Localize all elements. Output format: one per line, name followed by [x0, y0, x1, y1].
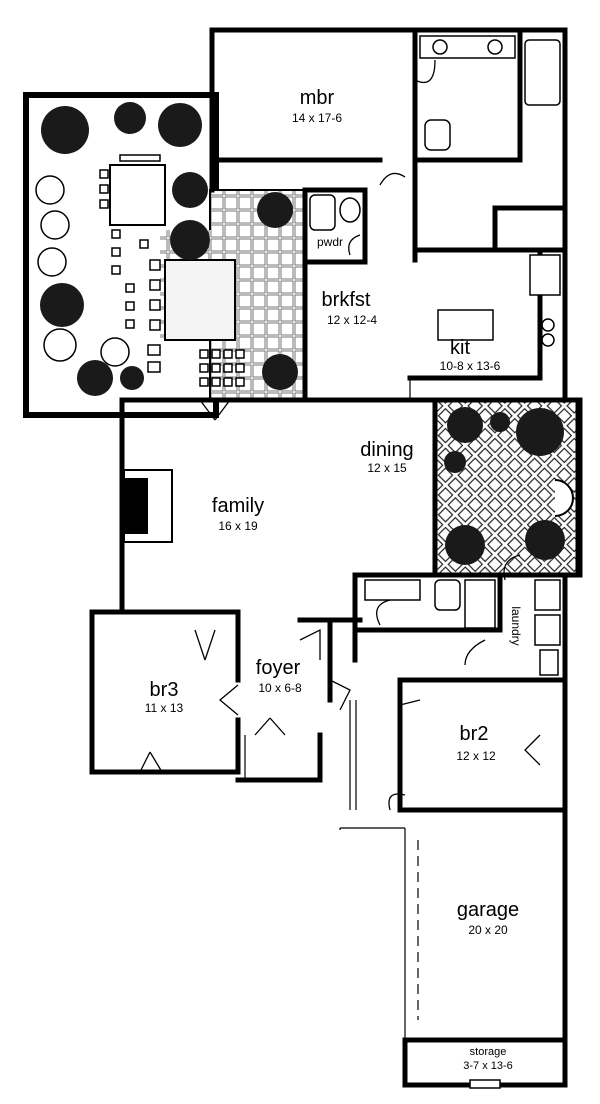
room-name-pwdr: pwdr: [316, 235, 344, 249]
dining-patio: [432, 397, 581, 578]
room-name-br3: br3: [149, 679, 179, 701]
courtyard: [23, 92, 306, 418]
room-name-garage: garage: [456, 899, 520, 921]
room-name-mbr: mbr: [299, 87, 335, 109]
room-name-kit: kit: [450, 337, 470, 359]
room-size-family: 16 x 19: [218, 519, 258, 533]
room-name-dining: dining: [360, 439, 414, 461]
room-name-laundry: laundry: [509, 606, 523, 646]
room-size-storage: 3-7 x 13-6: [463, 1060, 513, 1072]
room-size-mbr: 14 x 17-6: [291, 111, 343, 125]
room-name-brkfst: brkfst: [321, 289, 371, 311]
room-size-br2: 12 x 12: [456, 749, 496, 763]
fireplace: [123, 469, 173, 543]
room-size-foyer: 10 x 6-8: [258, 681, 302, 695]
room-name-family: family: [211, 495, 265, 517]
room-size-brkfst: 12 x 12-4: [326, 313, 378, 327]
room-name-foyer: foyer: [255, 657, 301, 679]
room-size-garage: 20 x 20: [468, 923, 508, 937]
room-name-br2: br2: [459, 723, 489, 745]
room-name-storage: storage: [469, 1046, 507, 1058]
room-size-kit: 10-8 x 13-6: [439, 359, 501, 373]
room-size-br3: 11 x 13: [144, 701, 184, 715]
room-size-dining: 12 x 15: [367, 461, 407, 475]
